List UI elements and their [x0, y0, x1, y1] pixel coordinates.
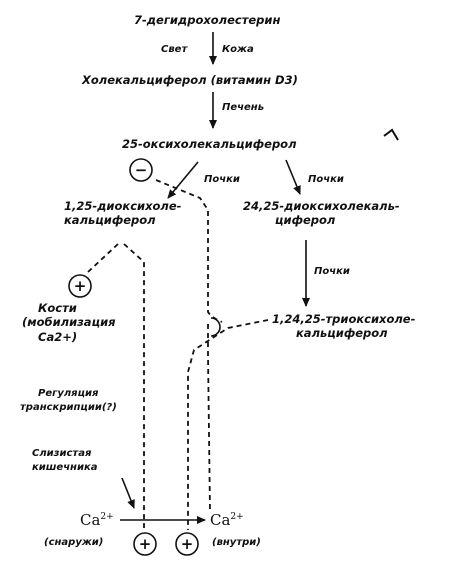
dashed-line-to-intestine — [123, 243, 145, 528]
kidneys-label-lower: Почки — [314, 266, 350, 277]
minus-circle — [129, 158, 153, 182]
mucosa-label-line2: кишечника — [32, 462, 98, 473]
plus-circle-right — [175, 532, 199, 556]
ca-outside: Ca2+ — [80, 511, 114, 529]
ca-inside-label: (внутри) — [212, 537, 261, 548]
regulation-label-line1: Регуляция — [38, 388, 99, 399]
ca-inside-symbol: Ca — [210, 511, 231, 529]
24-25-dihydroxy-label-line2: циферол — [275, 213, 336, 227]
cholecalciferol-label: Холекальциферол (витамин D3) — [82, 73, 298, 87]
ca-outside-charge: 2+ — [100, 512, 114, 522]
plus-symbol-left: + — [139, 535, 152, 553]
stray-mark — [383, 128, 399, 141]
plus-circle-bones — [68, 274, 92, 298]
25-hydroxy-label: 25-оксихолекальциферол — [122, 137, 297, 151]
light-label: Свет — [161, 44, 188, 55]
24-25-dihydroxy-label-line1: 24,25-диоксихолекаль- — [243, 199, 400, 213]
liver-label: Печень — [222, 102, 265, 113]
plus-symbol-right: + — [181, 535, 194, 553]
1-25-dihydroxy-label-line1: 1,25-диоксихоле- — [64, 199, 182, 213]
plus-circle-left — [133, 532, 157, 556]
ca-outside-label: (снаружи) — [44, 537, 104, 548]
skin-label: Кожа — [222, 44, 254, 55]
minus-symbol: − — [135, 161, 148, 179]
mucosa-label-line1: Слизистая — [32, 448, 92, 459]
1-25-dihydroxy-label-line2: кальциферол — [64, 213, 156, 227]
arrow-to-24-25-dihydroxy — [285, 159, 301, 195]
dashed-line-to-ca-inside — [207, 324, 211, 513]
dashed-junction-arc — [210, 317, 221, 337]
bones-label-line1: Кости — [38, 301, 77, 315]
dashed-line-trihydroxy — [187, 319, 269, 530]
dashed-line-to-bones — [87, 243, 119, 273]
bones-label-line3: Ca2+) — [38, 330, 78, 344]
bones-label-line2: (мобилизация — [22, 315, 116, 329]
kidneys-label-left: Почки — [204, 174, 240, 185]
arrow-to-1-25-dihydroxy — [167, 161, 199, 199]
trihydroxy-label-line1: 1,24,25-триоксихоле- — [272, 312, 416, 326]
ca-outside-symbol: Ca — [80, 511, 101, 529]
regulation-label-line2: транскрипции(?) — [20, 402, 117, 413]
arrow-from-mucosa — [121, 477, 135, 509]
plus-symbol-bones: + — [74, 277, 87, 295]
dehydrocholesterol-label: 7-дегидрохолестерин — [134, 13, 281, 27]
ca-inside: Ca2+ — [210, 511, 244, 529]
kidneys-label-right: Почки — [308, 174, 344, 185]
ca-inside-charge: 2+ — [230, 512, 244, 522]
trihydroxy-label-line2: кальциферол — [296, 326, 388, 340]
